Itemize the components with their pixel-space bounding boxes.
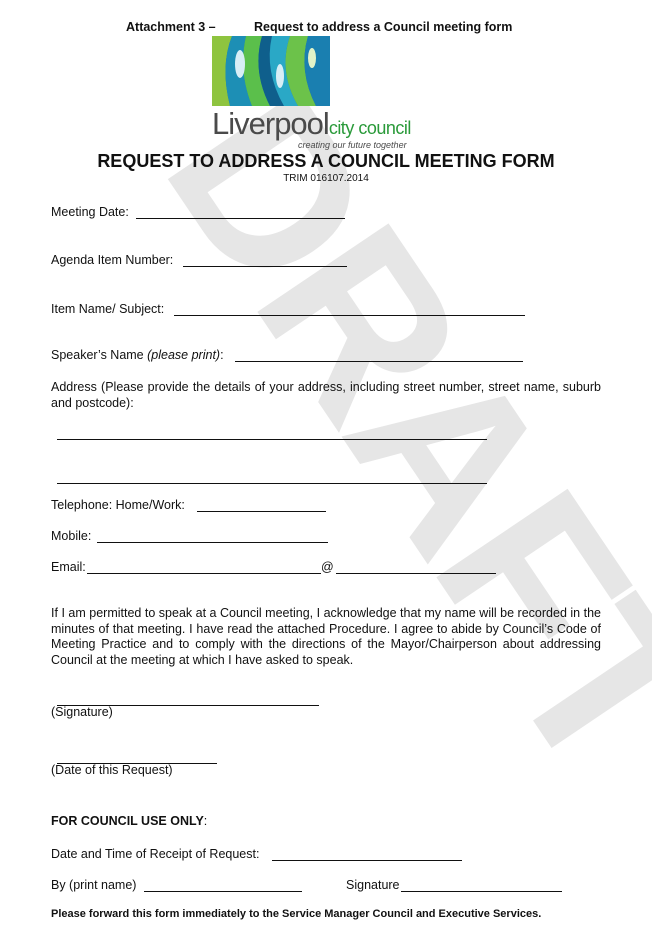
item-name-label: Item Name/ Subject: xyxy=(51,302,165,316)
speaker-name-text: Speaker’s Name xyxy=(51,348,144,362)
signature-field[interactable] xyxy=(57,705,319,706)
email-label: Email: xyxy=(51,560,86,574)
speaker-name-field[interactable] xyxy=(235,361,523,362)
signature-label: (Signature) xyxy=(51,705,113,719)
brand-name: Liverpool xyxy=(212,106,330,141)
meeting-date-field[interactable] xyxy=(136,218,345,219)
council-logo-wordmark: Liverpoolcity council xyxy=(212,106,411,142)
request-date-field[interactable] xyxy=(57,763,217,764)
council-use-heading: FOR COUNCIL USE ONLY: xyxy=(51,814,207,828)
brand-suffix: city council xyxy=(328,118,412,138)
mobile-label: Mobile: xyxy=(51,529,92,543)
print-name-field[interactable] xyxy=(144,891,302,892)
request-date-label: (Date of this Request) xyxy=(51,763,173,777)
acknowledgement-text: If I am permitted to speak at a Council … xyxy=(51,606,601,667)
footer-instruction: Please forward this form immediately to … xyxy=(51,908,542,920)
telephone-label: Telephone: Home/Work: xyxy=(51,498,185,512)
speaker-name-label: Speaker’s Name (please print): xyxy=(51,348,224,362)
agenda-item-label: Agenda Item Number: xyxy=(51,253,174,267)
meeting-date-label: Meeting Date: xyxy=(51,205,129,219)
speaker-name-colon: : xyxy=(220,348,224,362)
council-use-heading-text: FOR COUNCIL USE ONLY xyxy=(51,814,204,828)
telephone-field[interactable] xyxy=(197,511,326,512)
receipt-label: Date and Time of Receipt of Request: xyxy=(51,847,260,861)
email-at-sign: @ xyxy=(321,560,334,574)
header-subject: Request to address a Council meeting for… xyxy=(254,20,513,34)
address-label: Address (Please provide the details of y… xyxy=(51,380,601,410)
council-use-heading-colon: : xyxy=(203,814,208,828)
mobile-field[interactable] xyxy=(97,542,328,543)
print-name-label: By (print name) xyxy=(51,878,137,892)
council-logo-icon xyxy=(212,36,330,106)
attachment-label: Attachment 3 – xyxy=(126,20,216,34)
speaker-name-hint: (please print) xyxy=(147,348,221,362)
receipt-field[interactable] xyxy=(272,860,462,861)
email-user-field[interactable] xyxy=(87,573,321,574)
page-title: REQUEST TO ADDRESS A COUNCIL MEETING FOR… xyxy=(97,151,555,171)
staff-signature-label: Signature xyxy=(346,878,400,892)
trim-reference: TRIM 016107.2014 xyxy=(283,173,369,184)
item-name-field[interactable] xyxy=(174,315,525,316)
address-line-2-field[interactable] xyxy=(57,483,487,484)
agenda-item-field[interactable] xyxy=(183,266,347,267)
staff-signature-field[interactable] xyxy=(401,891,562,892)
email-domain-field[interactable] xyxy=(336,573,496,574)
logo-tagline: creating our future together xyxy=(298,140,407,150)
address-line-1-field[interactable] xyxy=(57,439,487,440)
